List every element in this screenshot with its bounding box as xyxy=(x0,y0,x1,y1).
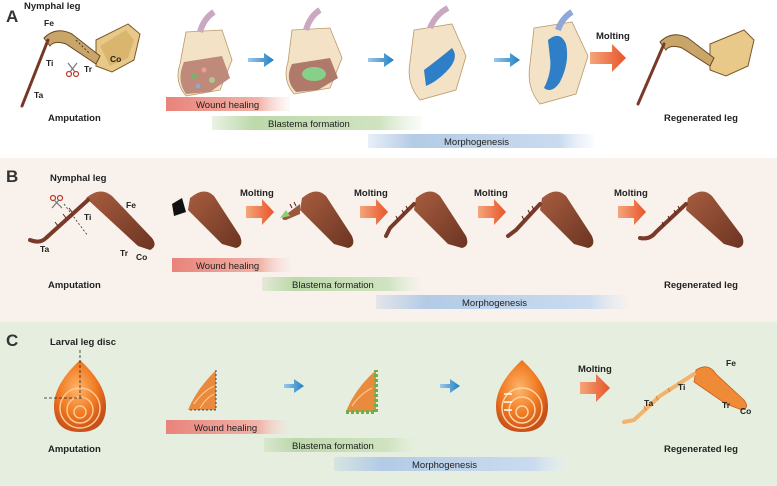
panel-c-band-morpho: Morphogenesis xyxy=(412,460,477,471)
panel-a-nymphal-leg xyxy=(20,23,141,108)
panel-c-leg-disc xyxy=(44,350,106,432)
panel-a-part-fe: Fe xyxy=(44,18,54,28)
panel-c-part-tr: Tr xyxy=(722,400,731,410)
panel-a-blastema-band xyxy=(212,116,422,130)
panel-a-blue-arrows xyxy=(248,53,520,67)
panel-b-nymphal-leg xyxy=(28,191,155,250)
panel-b-wound-band xyxy=(172,258,290,272)
panel-c-blue-arrows xyxy=(284,379,460,393)
panel-a-morpho-band xyxy=(368,134,594,148)
panel-c-letter: C xyxy=(6,331,18,350)
panel-b-band-morpho: Morphogenesis xyxy=(462,298,527,309)
panel-b-stage-2 xyxy=(280,191,354,248)
panel-b-stage-1 xyxy=(172,191,242,248)
panel-b-molting-label-4: Molting xyxy=(614,188,648,199)
panel-c-blastema-band xyxy=(264,438,420,452)
panel-c-stage-2 xyxy=(346,370,378,414)
panel-c-stage-1 xyxy=(188,370,217,411)
panel-a-part-ta: Ta xyxy=(34,90,44,100)
panel-c-stage-3 xyxy=(496,360,548,432)
panel-a-wound-band xyxy=(166,97,290,111)
panel-c-band-wound: Wound healing xyxy=(194,423,257,434)
panel-b-molting-label-2: Molting xyxy=(354,188,388,199)
panel-a-stage-4 xyxy=(528,9,589,105)
panel-b-blastema-band xyxy=(262,277,420,291)
panel-b-start-label: Amputation xyxy=(48,280,101,291)
panel-a-start-label: Amputation xyxy=(48,113,101,124)
panel-b-part-fe: Fe xyxy=(126,200,136,210)
panel-a-molting-label: Molting xyxy=(596,31,630,42)
panel-c-part-co: Co xyxy=(740,406,751,416)
panel-b-stage-4 xyxy=(506,191,594,248)
panel-a-regenerated-leg xyxy=(636,29,755,106)
panel-b-part-ti: Ti xyxy=(84,212,91,222)
panel-c-regenerated-leg xyxy=(622,366,747,424)
panel-c-morpho-band xyxy=(334,457,570,471)
panel-a-part-co: Co xyxy=(110,54,121,64)
panel-b-part-co: Co xyxy=(136,252,147,262)
panel-a-molting-arrow xyxy=(590,44,626,72)
panel-c-molting-label: Molting xyxy=(578,364,612,375)
panel-c-band-blastema: Blastema formation xyxy=(292,441,374,452)
panel-c-molting-arrow xyxy=(580,374,610,402)
panel-b-end-label: Regenerated leg xyxy=(664,280,738,291)
panel-a-band-morpho: Morphogenesis xyxy=(444,137,509,148)
panel-b-letter: B xyxy=(6,167,18,186)
panel-b-part-tr: Tr xyxy=(120,248,129,258)
panel-a-band-blastema: Blastema formation xyxy=(268,119,350,130)
panel-c-title: Larval leg disc xyxy=(50,337,116,348)
panel-c-wound-band xyxy=(166,420,290,434)
panel-a-title: Nymphal leg xyxy=(24,1,81,12)
panel-b-title: Nymphal leg xyxy=(50,173,107,184)
panel-c-part-fe: Fe xyxy=(726,358,736,368)
panel-a-stage-2 xyxy=(285,7,343,95)
panel-a-part-tr: Tr xyxy=(84,64,93,74)
panel-b-morpho-band xyxy=(376,295,628,309)
panel-b-band-blastema: Blastema formation xyxy=(292,280,374,291)
panel-a-stage-1 xyxy=(177,9,233,97)
panel-a-band-wound: Wound healing xyxy=(196,100,259,111)
panel-b-part-ta: Ta xyxy=(40,244,50,254)
panel-a-letter: A xyxy=(6,7,18,26)
panel-a-stage-3 xyxy=(408,5,467,101)
panel-c-end-label: Regenerated leg xyxy=(664,444,738,455)
panel-c-start-label: Amputation xyxy=(48,444,101,455)
panel-a-end-label: Regenerated leg xyxy=(664,113,738,124)
panel-b-stage-3 xyxy=(384,191,468,248)
panel-c-part-ti: Ti xyxy=(678,382,685,392)
panel-b-molting-arrows xyxy=(246,199,646,225)
panel-b-molting-label-1: Molting xyxy=(240,188,274,199)
panel-b-molting-label-3: Molting xyxy=(474,188,508,199)
panel-c-part-ta: Ta xyxy=(644,398,654,408)
panel-b-band-wound: Wound healing xyxy=(196,261,259,272)
panel-b-regenerated-leg xyxy=(638,191,744,248)
panel-a-part-ti: Ti xyxy=(46,58,53,68)
